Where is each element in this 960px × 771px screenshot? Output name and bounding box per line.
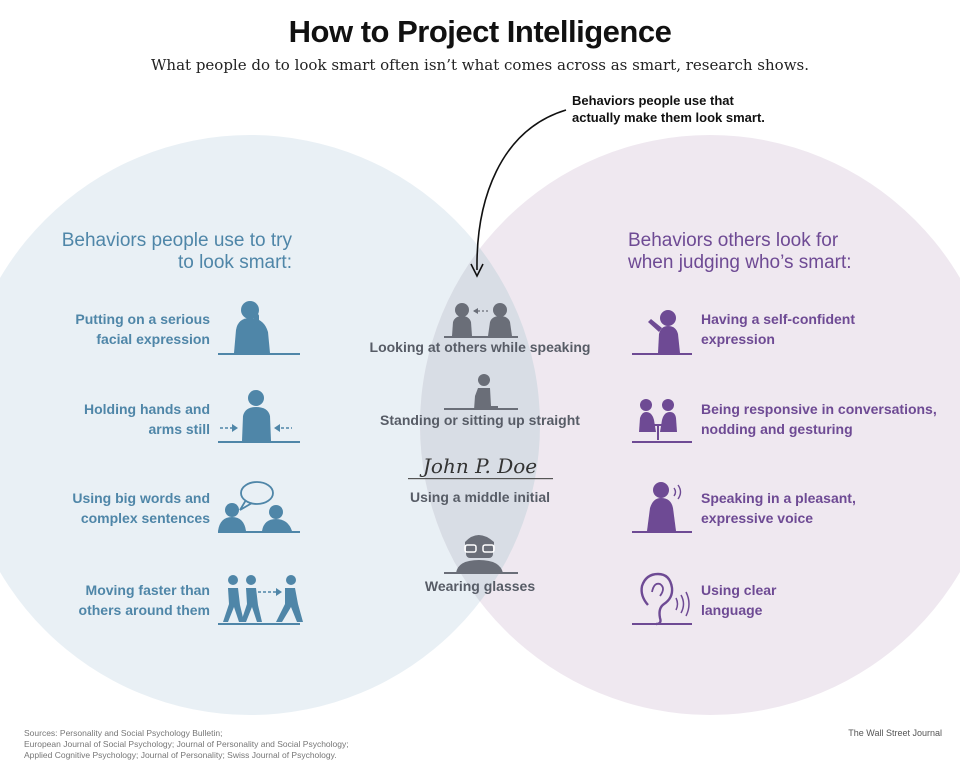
right-item-line-2: nodding and gesturing [701, 421, 853, 437]
right-item-line-2: language [701, 602, 763, 618]
left-heading-line-2: to look smart: [177, 252, 292, 273]
glasses-person-icon [444, 535, 518, 574]
left-item-big-words: Using big words and complex sentences [40, 488, 210, 528]
still-person-icon [218, 390, 300, 443]
right-heading-line-2: when judging who’s smart: [628, 252, 852, 273]
left-item-line-1: Holding hands and [84, 401, 210, 417]
confident-person-icon [632, 310, 692, 355]
publisher-credit: The Wall Street Journal [848, 728, 942, 738]
right-item-line-2: expression [701, 331, 775, 347]
signature-text: John P. Doe [422, 454, 538, 478]
right-item-line-1: Being responsive in conversations, [701, 401, 937, 417]
left-item-line-2: arms still [148, 421, 210, 437]
right-item-pleasant-voice: Speaking in a pleasant, expressive voice [701, 488, 941, 528]
right-item-line-1: Using clear [701, 582, 777, 598]
conversation-icon [632, 399, 692, 443]
right-item-responsive: Being responsive in conversations, noddi… [701, 399, 941, 439]
right-circle [420, 135, 960, 715]
sources-line-2: European Journal of Social Psychology; J… [24, 739, 349, 749]
center-item-wearing-glasses: Wearing glasses [424, 578, 536, 594]
left-item-line-2: complex sentences [80, 510, 210, 526]
page-subtitle: What people do to look smart often isn’t… [151, 56, 809, 74]
center-item-looking-at-others: Looking at others while speaking [369, 339, 591, 355]
callout-line-1: Behaviors people use that [572, 93, 734, 108]
left-item-serious-expression: Putting on a serious facial expression [40, 309, 210, 349]
left-item-line-1: Moving faster than [85, 582, 210, 598]
signature-icon [408, 478, 553, 480]
right-item-line-1: Having a self-confident [701, 311, 856, 327]
callout-arrow [470, 109, 567, 278]
thinking-person-icon [218, 301, 300, 355]
left-item-line-1: Putting on a serious [75, 311, 210, 327]
right-heading-line-1: Behaviors others look for [628, 230, 839, 251]
callout-line-2: actually make them look smart. [572, 110, 765, 125]
sources-line-3: Applied Cognitive Psychology; Journal of… [24, 750, 337, 760]
sources-note: Sources: Personality and Social Psycholo… [24, 728, 444, 761]
left-item-line-2: facial expression [96, 331, 210, 347]
right-circle-heading: Behaviors others look for when judging w… [628, 230, 928, 274]
eye-contact-icon [444, 303, 518, 338]
page-title: How to Project Intelligence [288, 14, 672, 49]
center-item-middle-initial: Using a middle initial [409, 489, 551, 505]
left-circle-heading: Behaviors people use to try to look smar… [60, 230, 292, 274]
overlap-callout: Behaviors people use that actually make … [572, 92, 812, 126]
left-item-hands-still: Holding hands and arms still [40, 399, 210, 439]
left-item-moving-faster: Moving faster than others around them [40, 580, 210, 620]
right-item-line-1: Speaking in a pleasant, [701, 490, 856, 506]
center-item-sitting-straight: Standing or sitting up straight [380, 412, 580, 428]
left-item-line-1: Using big words and [72, 490, 210, 506]
walking-people-icon [218, 575, 303, 625]
right-item-clear-language: Using clear language [701, 580, 941, 620]
sources-line-1: Sources: Personality and Social Psycholo… [24, 728, 223, 738]
left-heading-line-1: Behaviors people use to try [61, 230, 292, 251]
speech-bubble-people-icon [218, 481, 300, 533]
right-item-self-confident: Having a self-confident expression [701, 309, 941, 349]
ear-icon [632, 572, 692, 626]
left-item-line-2: others around them [78, 602, 210, 618]
right-item-line-2: expressive voice [701, 510, 814, 526]
speaking-person-icon [632, 482, 692, 533]
sitting-person-icon [444, 374, 518, 410]
